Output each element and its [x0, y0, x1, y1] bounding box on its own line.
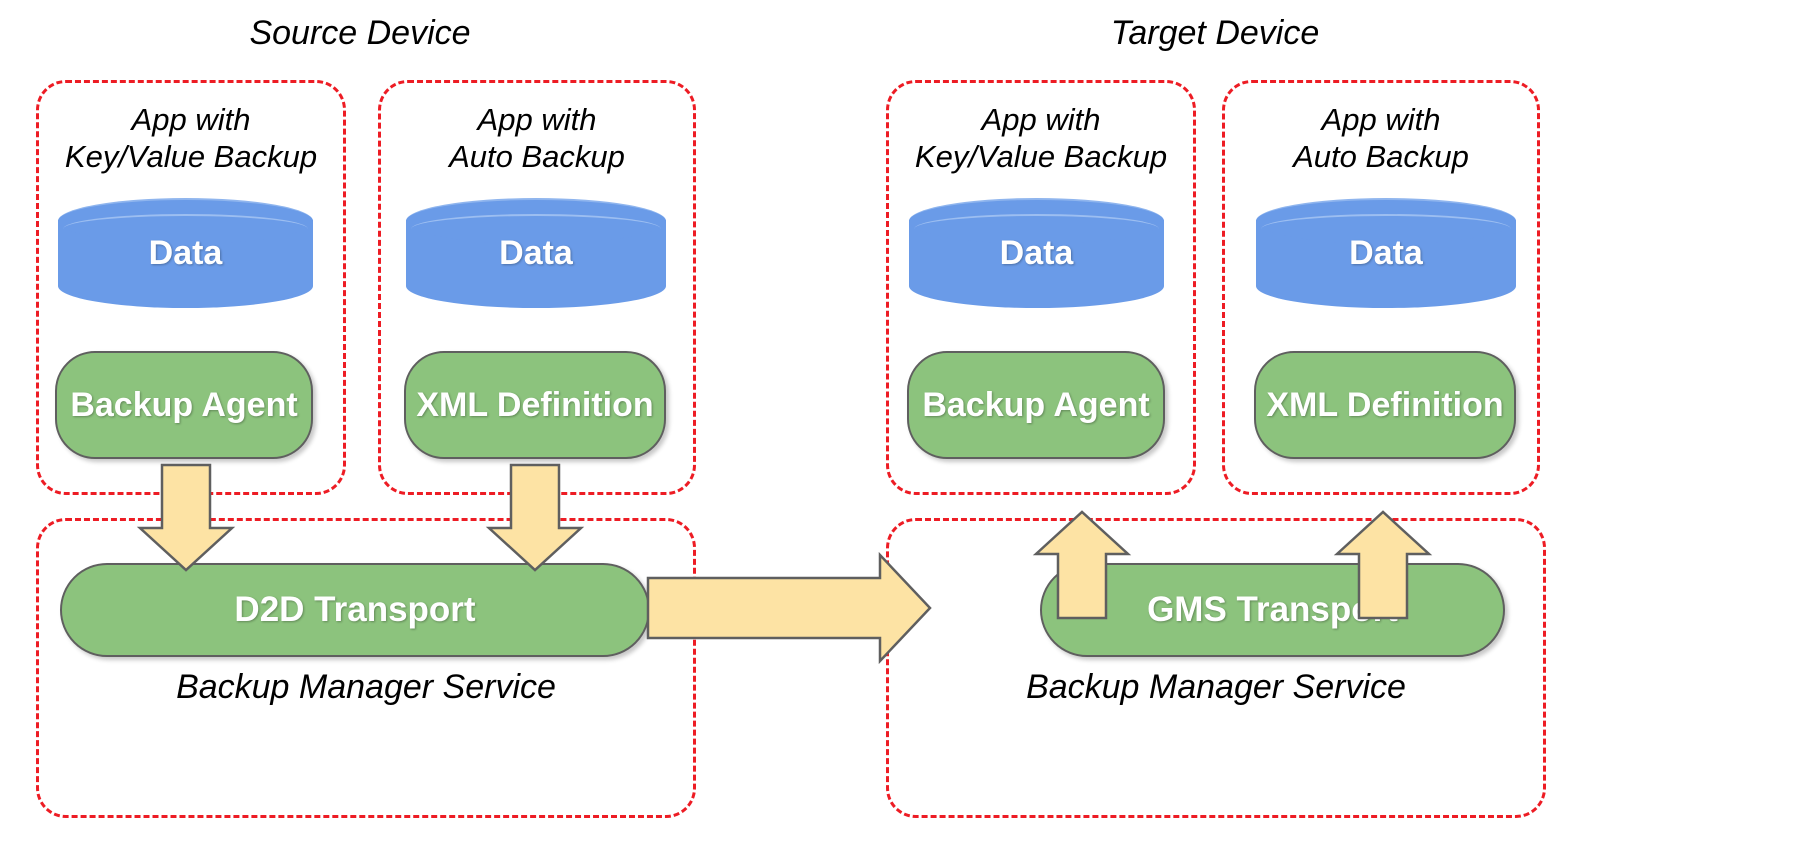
source-backup-agent-pill[interactable]: Backup Agent	[55, 351, 313, 459]
target-app-auto-data-cylinder: Data	[1256, 198, 1516, 308]
source-app-kv-label: App with Key/Value Backup	[64, 102, 318, 174]
d2d-transport-pill[interactable]: D2D Transport	[60, 563, 650, 657]
source-xml-definition-pill[interactable]: XML Definition	[404, 351, 666, 459]
cylinder-label: Data	[1349, 233, 1423, 272]
source-device-title: Source Device	[249, 14, 471, 52]
source-app-auto-label: App with Auto Backup	[449, 102, 625, 174]
target-backup-manager-service-label: Backup Manager Service	[1026, 668, 1406, 706]
cylinder-label: Data	[999, 233, 1074, 272]
source-backup-manager-service-container	[36, 518, 696, 818]
cylinder-top-highlight	[914, 214, 1159, 244]
target-app-kv-label: App with Key/Value Backup	[914, 102, 1168, 174]
target-device-title: Target Device	[1110, 14, 1320, 52]
source-app-auto-data-cylinder: Data	[406, 198, 666, 308]
cylinder-label: Data	[499, 233, 573, 272]
target-xml-definition-pill[interactable]: XML Definition	[1254, 351, 1516, 459]
target-app-auto-container: App with Auto Backup	[1222, 80, 1540, 495]
cylinder-top-highlight	[411, 214, 661, 244]
target-app-kv-data-cylinder: Data	[909, 198, 1164, 308]
source-backup-manager-service-label: Backup Manager Service	[176, 668, 556, 706]
target-app-auto-label: App with Auto Backup	[1293, 102, 1469, 174]
source-app-kv-data-cylinder: Data	[58, 198, 313, 308]
target-app-kv-container: App with Key/Value Backup	[886, 80, 1196, 495]
cylinder-top	[406, 198, 666, 244]
cylinder-top-highlight	[63, 214, 308, 244]
cylinder-top	[58, 198, 313, 244]
source-app-auto-container: App with Auto Backup	[378, 80, 696, 495]
cylinder-top-highlight	[1261, 214, 1511, 244]
target-backup-manager-service-container	[886, 518, 1546, 818]
gms-transport-pill[interactable]: GMS Transport	[1040, 563, 1505, 657]
source-app-kv-container: App with Key/Value Backup	[36, 80, 346, 495]
cylinder-top	[1256, 198, 1516, 244]
cylinder-label: Data	[148, 233, 223, 272]
cylinder-top	[909, 198, 1164, 244]
target-backup-agent-pill[interactable]: Backup Agent	[907, 351, 1165, 459]
